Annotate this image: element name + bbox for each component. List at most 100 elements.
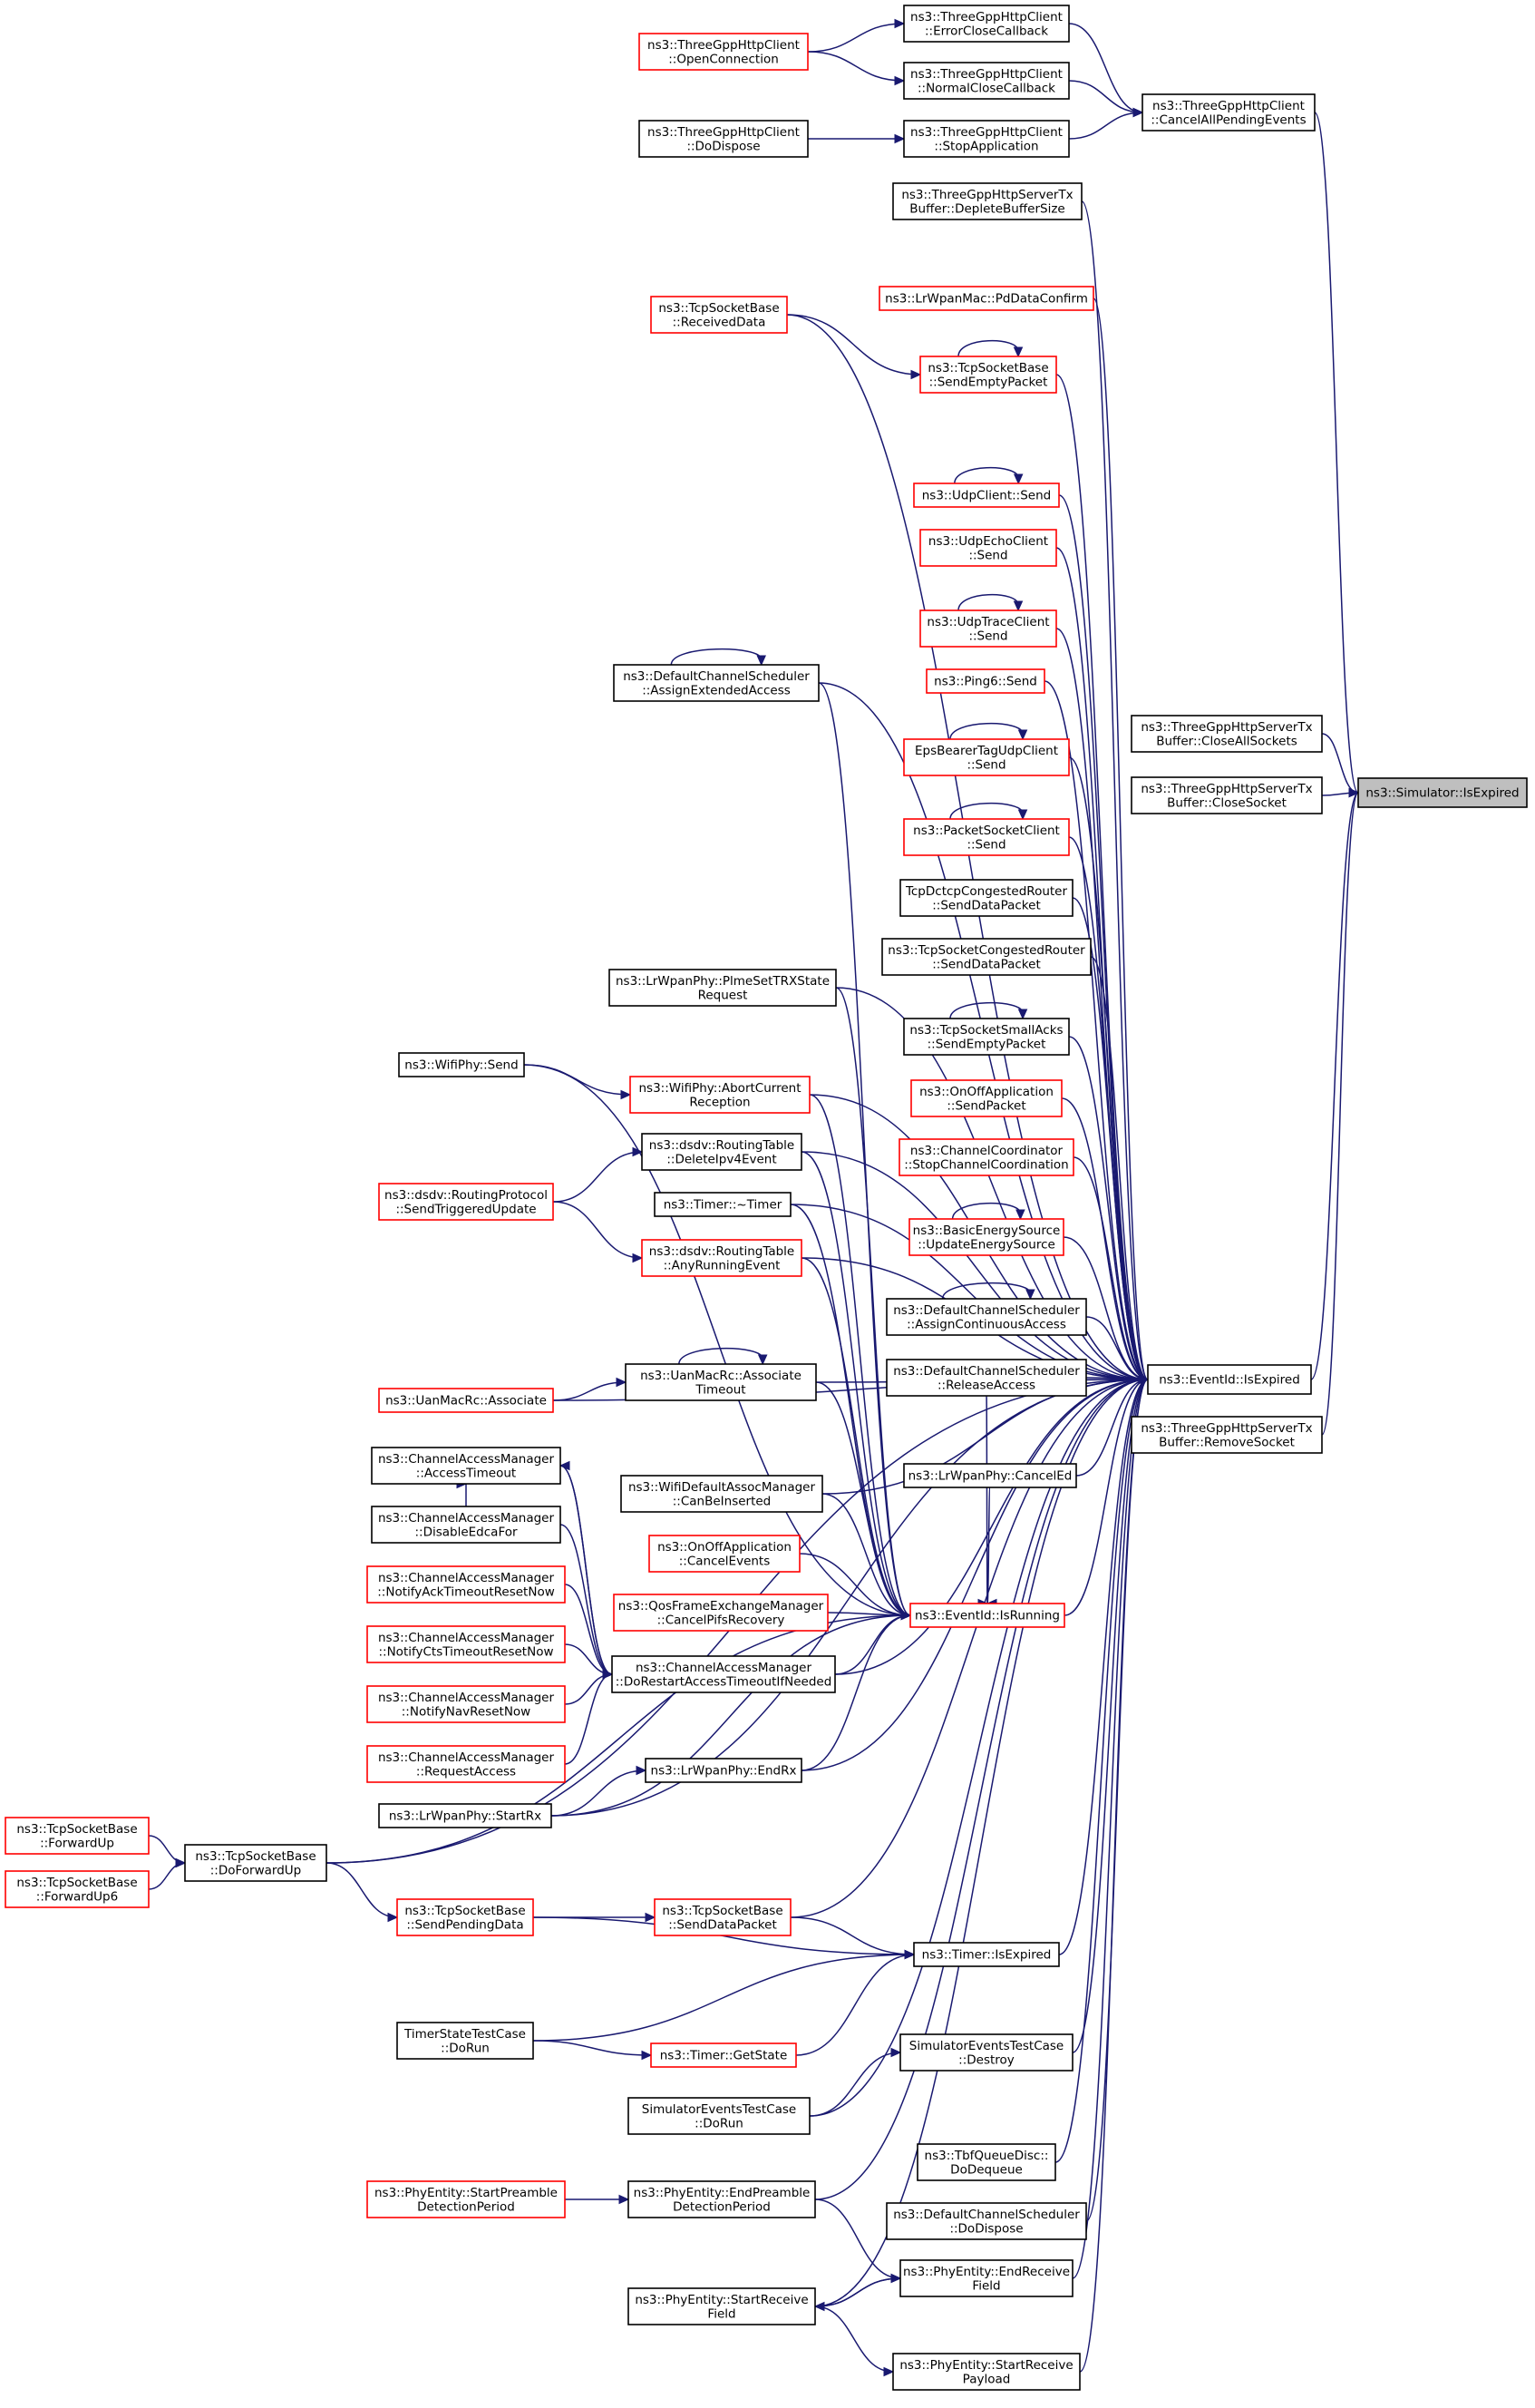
node-eid-isexpired[interactable]: ns3::EventId::IsExpired (1147, 1364, 1312, 1395)
node-canceled[interactable]: ns3::LrWpanPhy::CancelEd (903, 1463, 1077, 1488)
node-canbeins[interactable]: ns3::WifiDefaultAssocManager::CanBeInser… (620, 1475, 823, 1513)
node-cancelall[interactable]: ns3::ThreeGppHttpClient::CancelAllPendin… (1142, 93, 1316, 132)
node-startpreamble[interactable]: ns3::PhyEntity::StartPreambleDetectionPe… (366, 2180, 566, 2218)
node-pktsocket[interactable]: ns3::PacketSocketClient::Send (903, 818, 1070, 856)
node-label: ns3::Ping6::Send (934, 675, 1037, 689)
node-timerstate[interactable]: TimerStateTestCase::DoRun (396, 2022, 534, 2060)
node-deplete[interactable]: ns3::ThreeGppHttpServerTxBuffer::Deplete… (892, 182, 1083, 220)
node-endpreamble[interactable]: ns3::PhyEntity::EndPreambleDetectionPeri… (627, 2180, 816, 2218)
node-label: ns3::OnOffApplication (919, 1085, 1054, 1099)
node-fwdup[interactable]: ns3::TcpSocketBase::ForwardUp (5, 1817, 150, 1855)
node-onoff-cancel[interactable]: ns3::OnOffApplication::CancelEvents (648, 1535, 801, 1573)
edge-wifisend-to-abortrecv-arrowhead (620, 1089, 632, 1100)
node-closeall[interactable]: ns3::ThreeGppHttpServerTxBuffer::CloseAl… (1131, 715, 1323, 753)
node-sendpending[interactable]: ns3::TcpSocketBase::SendPendingData (396, 1898, 534, 1936)
node-normalclose[interactable]: ns3::ThreeGppHttpClient::NormalCloseCall… (903, 62, 1070, 100)
node-disableedca[interactable]: ns3::ChannelAccessManager::DisableEdcaFo… (371, 1506, 561, 1544)
node-assigncont[interactable]: ns3::DefaultChannelScheduler::AssignCont… (886, 1298, 1087, 1336)
node-root[interactable]: ns3::Simulator::IsExpired (1357, 777, 1528, 808)
node-isrunning[interactable]: ns3::EventId::IsRunning (909, 1603, 1065, 1628)
edge-startrecvfield-to-startrecvpayload (814, 2306, 894, 2373)
edge-sendpending-to-senddatapkt-arrowhead (645, 1912, 656, 1923)
node-anyrunning[interactable]: ns3::dsdv::RoutingTable::AnyRunningEvent (641, 1239, 802, 1277)
node-pddata[interactable]: ns3::LrWpanMac::PdDataConfirm (879, 286, 1094, 311)
node-notifyack[interactable]: ns3::ChannelAccessManager::NotifyAckTime… (366, 1565, 566, 1604)
node-errorclose[interactable]: ns3::ThreeGppHttpClient::ErrorCloseCallb… (903, 5, 1070, 43)
node-onoff-send[interactable]: ns3::OnOffApplication::SendPacket (910, 1079, 1063, 1117)
edge-sendtrig-to-anyrunning-arrowhead (632, 1253, 644, 1263)
node-box (1142, 93, 1316, 132)
node-removesock[interactable]: ns3::ThreeGppHttpServerTxBuffer::RemoveS… (1131, 1416, 1323, 1454)
node-smallacks[interactable]: ns3::TcpSocketSmallAcks::SendEmptyPacket (903, 1018, 1070, 1056)
node-tbf[interactable]: ns3::TbfQueueDisc::DoDequeue (917, 2143, 1056, 2181)
edge-uanassoc-to-uanassoctimeout (552, 1381, 627, 1401)
node-label: ns3::BasicEnergySource (913, 1223, 1061, 1238)
node-tcp-recv[interactable]: ns3::TcpSocketBase::ReceivedData (650, 296, 788, 334)
node-label: ::StopApplication (934, 139, 1038, 153)
node-notifynav[interactable]: ns3::ChannelAccessManager::NotifyNavRese… (366, 1685, 566, 1723)
node-label: ::ReceivedData (673, 315, 766, 329)
node-gettstate[interactable]: ns3::Timer::GetState (650, 2042, 797, 2068)
node-assignext[interactable]: ns3::DefaultChannelScheduler::AssignExte… (613, 664, 820, 702)
node-udpclient[interactable]: ns3::UdpClient::Send (913, 483, 1060, 508)
node-stopapp[interactable]: ns3::ThreeGppHttpClient::StopApplication (903, 120, 1070, 158)
node-label: ::RequestAccess (416, 1764, 516, 1779)
node-uanassoc[interactable]: ns3::UanMacRc::Associate (378, 1388, 554, 1413)
node-ping6[interactable]: ns3::Ping6::Send (926, 668, 1045, 694)
edge-smallacks-to-smallacks-arrowhead (1017, 1009, 1028, 1020)
node-accesstimeout[interactable]: ns3::ChannelAccessManager::AccessTimeout (371, 1447, 561, 1485)
node-closesock[interactable]: ns3::ThreeGppHttpServerTxBuffer::CloseSo… (1131, 776, 1323, 814)
node-udpecho[interactable]: ns3::UdpEchoClient::Send (919, 529, 1057, 567)
node-simev-destroy[interactable]: SimulatorEventsTestCase::Destroy (899, 2033, 1074, 2072)
node-dodispose-http[interactable]: ns3::ThreeGppHttpClient::DoDispose (638, 120, 809, 158)
node-notifycts[interactable]: ns3::ChannelAccessManager::NotifyCtsTime… (366, 1625, 566, 1663)
node-endrx[interactable]: ns3::LrWpanPhy::EndRx (645, 1758, 802, 1783)
node-openconn[interactable]: ns3::ThreeGppHttpClient::OpenConnection (638, 33, 809, 71)
node-timerdtor[interactable]: ns3::Timer::~Timer (654, 1192, 792, 1217)
node-epsbearer[interactable]: EpsBearerTagUdpClient::Send (903, 738, 1070, 776)
node-senddatapkt[interactable]: ns3::TcpSocketBase::SendDataPacket (654, 1898, 792, 1936)
node-dorestart[interactable]: ns3::ChannelAccessManager::DoRestartAcce… (611, 1655, 836, 1693)
node-box (620, 1475, 823, 1513)
node-box (645, 1758, 802, 1783)
node-fwdup6[interactable]: ns3::TcpSocketBase::ForwardUp6 (5, 1870, 150, 1908)
node-simev-dorun[interactable]: SimulatorEventsTestCase::DoRun (627, 2097, 811, 2135)
node-dcs-dispose[interactable]: ns3::DefaultChannelScheduler::DoDispose (886, 2202, 1087, 2240)
node-energy[interactable]: ns3::BasicEnergySource::UpdateEnergySour… (908, 1218, 1064, 1256)
edge-requestacc-to-dorestart-arrowhead (602, 1669, 614, 1680)
node-box (184, 1844, 327, 1882)
edge-epsbearer-to-eid_isexpired (1068, 756, 1149, 1380)
edge-cancelall-to-root (1314, 112, 1359, 794)
node-chcoord[interactable]: ns3::ChannelCoordinator::StopChannelCoor… (899, 1138, 1074, 1176)
node-box (919, 529, 1057, 567)
node-timer-isexp[interactable]: ns3::Timer::IsExpired (913, 1942, 1060, 1967)
node-dofwdup[interactable]: ns3::TcpSocketBase::DoForwardUp (184, 1844, 327, 1882)
node-dctcp[interactable]: TcpDctcpCongestedRouter::SendDataPacket (899, 879, 1074, 917)
node-box (899, 2259, 1074, 2297)
node-label: ::OpenConnection (668, 52, 779, 66)
node-wifisend[interactable]: ns3::WifiPhy::Send (398, 1052, 525, 1077)
node-label: ns3::EventId::IsRunning (915, 1609, 1060, 1623)
node-label: ::NotifyAckTimeoutResetNow (377, 1584, 555, 1599)
node-label: ns3::dsdv::RoutingTable (649, 1138, 794, 1153)
node-releaseacc[interactable]: ns3::DefaultChannelScheduler::ReleaseAcc… (886, 1359, 1087, 1397)
node-qosframe[interactable]: ns3::QosFrameExchangeManager::CancelPifs… (613, 1594, 829, 1632)
node-label: ns3::PhyEntity::StartReceive (899, 2358, 1073, 2373)
node-tcpcong[interactable]: ns3::TcpSocketCongestedRouter::SendDataP… (881, 938, 1092, 976)
node-label: ns3::TcpSocketBase (195, 1849, 316, 1864)
node-startrx[interactable]: ns3::LrWpanPhy::StartRx (378, 1803, 552, 1828)
node-label: ns3::UanMacRc::Associate (640, 1369, 802, 1383)
edge-tcp_sendempty-to-eid_isexpired (1055, 374, 1149, 1380)
node-requestacc[interactable]: ns3::ChannelAccessManager::RequestAccess (366, 1745, 566, 1783)
node-tcp-sendempty[interactable]: ns3::TcpSocketBase::SendEmptyPacket (919, 356, 1057, 394)
edge-notifynav-to-dorestart (564, 1673, 613, 1705)
node-sendtrig[interactable]: ns3::dsdv::RoutingProtocol::SendTriggere… (378, 1183, 554, 1221)
node-udptrace[interactable]: ns3::UdpTraceClient::Send (919, 609, 1057, 648)
node-deleteipv4[interactable]: ns3::dsdv::RoutingTable::DeleteIpv4Event (641, 1133, 802, 1171)
